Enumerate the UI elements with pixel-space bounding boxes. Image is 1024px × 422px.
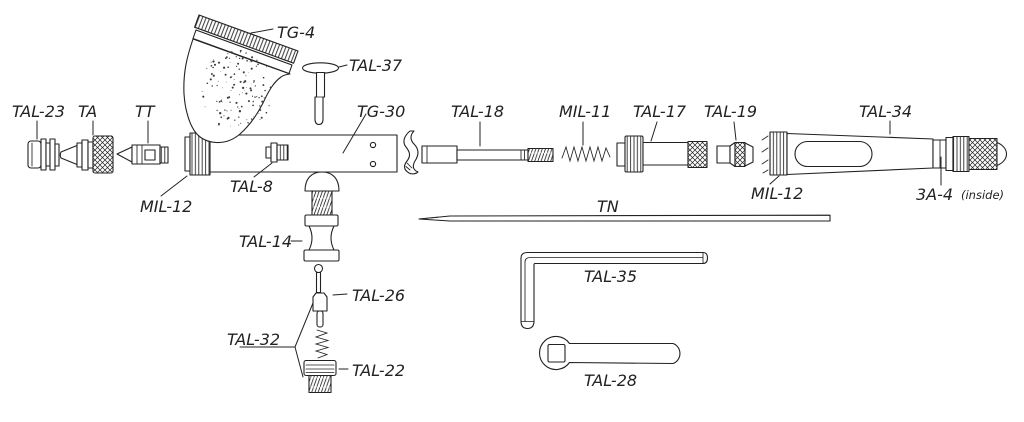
handle-cutout-window	[794, 140, 873, 168]
labels: TAL-23 TA TT MIL-12 TAL-8 TG-4 TAL-37 TG…	[12, 23, 1004, 390]
label-tal32: TAL-32	[227, 330, 280, 349]
label-tal8: TAL-8	[230, 177, 273, 196]
label-tt: TT	[135, 102, 156, 121]
part-tal34-handle	[761, 131, 1008, 176]
leader-tal26	[332, 293, 348, 296]
label-ta: TA	[78, 102, 97, 121]
cup-bowl	[183, 38, 291, 144]
label-tal35: TAL-35	[584, 267, 637, 286]
air-valve-boss	[304, 171, 340, 192]
air-valve-threaded-stud	[311, 190, 333, 217]
part-tn-needle	[418, 214, 831, 222]
label-3a4-note: (inside)	[961, 188, 1004, 202]
part-mil11-needle-spring	[561, 145, 611, 163]
part-3a4-adjusting-screw	[968, 137, 998, 171]
part-tal28-wrench	[539, 335, 681, 371]
label-tal19: TAL-19	[704, 102, 757, 121]
label-3a4: 3A-4	[916, 185, 953, 204]
valve-spring	[314, 329, 330, 359]
part-tal17-spring-guide	[616, 135, 708, 173]
leader-tal8	[253, 162, 273, 178]
leader-tg4	[250, 28, 274, 34]
part-tal23-aircap-body	[27, 138, 60, 171]
label-tal37: TAL-37	[349, 56, 403, 75]
label-tal26: TAL-26	[352, 286, 405, 305]
part-tal22-valve-screw	[303, 359, 337, 394]
part-tal14-valve-body	[303, 214, 340, 262]
part-tal37-trigger	[301, 62, 340, 126]
label-mil12-handle: MIL-12	[751, 184, 803, 203]
part-tal18-needle-chuck	[421, 145, 554, 164]
label-tn: TN	[597, 197, 619, 216]
part-tg30-body	[209, 130, 419, 217]
cup-lid-knurled-cap	[194, 14, 299, 64]
leader-mil12-handle	[769, 175, 780, 185]
label-mil12-front: MIL-12	[140, 197, 192, 216]
part-tt-needle-tip	[116, 144, 169, 165]
leader-tal17	[650, 121, 658, 142]
leader-tal19	[733, 121, 737, 141]
part-tal26-valve-plunger	[312, 263, 328, 328]
label-tal17: TAL-17	[633, 102, 687, 121]
part-tal35-hex-wrench	[520, 251, 709, 330]
label-tal22: TAL-22	[352, 361, 405, 380]
leader-tal32	[239, 302, 314, 378]
part-mil12-handle-ring	[769, 131, 788, 176]
label-tal34: TAL-34	[859, 102, 912, 121]
leader-tal37	[338, 64, 348, 68]
leader-tg30	[342, 113, 367, 154]
part-tal19-needle-chuck-nut	[716, 141, 754, 168]
label-tal23: TAL-23	[12, 102, 65, 121]
label-tg30: TG-30	[357, 102, 405, 121]
leader-lines	[36, 28, 942, 378]
label-mil11: MIL-11	[559, 102, 611, 121]
part-tg4-color-cup	[183, 14, 299, 144]
wrench-square-socket	[547, 343, 566, 363]
part-ta-tip-nozzle	[59, 135, 114, 174]
cup-stipple-texture	[201, 49, 272, 127]
leader-mil12-front	[160, 175, 188, 197]
label-tal18: TAL-18	[451, 102, 504, 121]
label-tg4: TG-4	[277, 23, 315, 42]
label-tal14: TAL-14	[239, 232, 292, 251]
part-tal8-insert	[265, 142, 289, 163]
label-tal28: TAL-28	[584, 371, 637, 390]
